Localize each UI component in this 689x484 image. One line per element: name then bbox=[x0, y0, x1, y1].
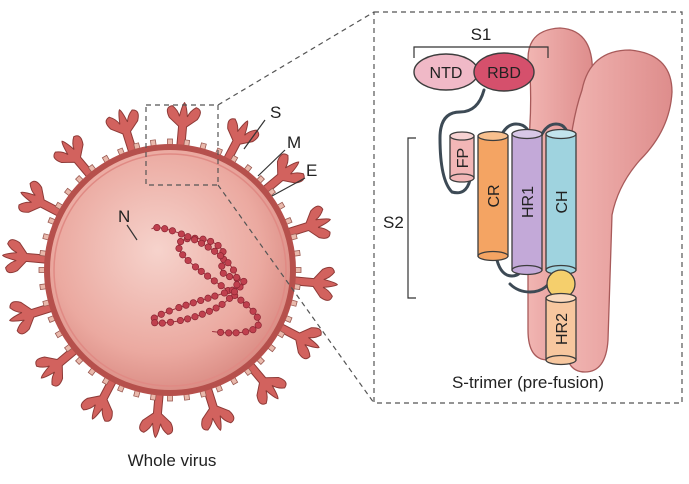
whole-virus bbox=[0, 100, 340, 440]
fp-segment bbox=[449, 131, 475, 183]
nucleocapsid-bead bbox=[229, 266, 238, 274]
nucleocapsid-bead bbox=[240, 277, 248, 285]
zoom-indicator bbox=[145, 11, 683, 404]
nucleocapsid-bead bbox=[197, 239, 206, 247]
virus-envelope bbox=[44, 144, 296, 396]
nucleocapsid-bead bbox=[197, 267, 205, 275]
nucleocapsid-bead bbox=[218, 262, 226, 270]
virus-caption: Whole virus bbox=[128, 451, 217, 470]
nucleocapsid-bead bbox=[242, 328, 250, 336]
nucleocapsid-bead bbox=[166, 318, 175, 326]
s-trimer: S1 NTD RBD S2 FP CR bbox=[383, 25, 673, 392]
nucleocapsid-bead bbox=[233, 281, 241, 289]
hr1-label: HR1 bbox=[520, 186, 537, 218]
nucleocapsid-bead bbox=[198, 310, 206, 318]
nucleocapsid-bead bbox=[212, 304, 220, 312]
nucleocapsid-bead bbox=[254, 321, 262, 329]
label-envelope: E bbox=[306, 161, 317, 180]
nucleocapsid-bead bbox=[214, 241, 222, 250]
nucleocapsid-bead bbox=[237, 296, 245, 304]
nucleocapsid-bead bbox=[226, 273, 234, 281]
nucleocapsid-bead bbox=[165, 307, 173, 315]
nucleocapsid-bead bbox=[205, 307, 213, 315]
nucleocapsid-bead bbox=[225, 294, 234, 302]
nucleocapsid-bead bbox=[191, 236, 199, 244]
label-nucleocapsid: N bbox=[118, 207, 130, 226]
monomer-front bbox=[565, 49, 673, 373]
nucleocapsid-bead bbox=[151, 319, 159, 327]
nucleocapsid-bead bbox=[175, 304, 183, 312]
nucleocapsid-bead bbox=[184, 256, 192, 265]
nucleocapsid-bead bbox=[197, 296, 205, 305]
nucleocapsid-bead bbox=[242, 301, 250, 309]
ntd-label: NTD bbox=[430, 65, 463, 82]
nucleocapsid-bead bbox=[179, 251, 187, 259]
nucleocapsid-bead bbox=[191, 263, 200, 271]
hr2-label: HR2 bbox=[554, 313, 571, 345]
nucleocapsid-bead bbox=[211, 247, 219, 255]
nucleocapsid-bead bbox=[191, 313, 199, 321]
nucleocapsid-bead bbox=[210, 277, 218, 285]
nucleocapsid-bead bbox=[217, 282, 225, 290]
nucleocapsid-bead bbox=[230, 288, 239, 296]
nucleocapsid-bead bbox=[175, 244, 183, 252]
nucleocapsid-bead bbox=[211, 292, 219, 300]
label-membrane: M bbox=[287, 133, 301, 152]
nucleocapsid-bead bbox=[220, 289, 228, 297]
nucleocapsid-bead bbox=[184, 233, 192, 241]
inset-frame bbox=[373, 11, 683, 404]
label-s1: S1 bbox=[471, 25, 492, 44]
nucleocapsid-bead bbox=[204, 294, 212, 302]
nucleocapsid-bead bbox=[232, 329, 240, 337]
hr2-segment bbox=[545, 292, 577, 366]
nucleocapsid-bead bbox=[219, 269, 227, 277]
nucleocapsid-bead bbox=[249, 326, 257, 334]
inset-caption: S-trimer (pre-fusion) bbox=[452, 373, 604, 392]
ch-label: CH bbox=[554, 190, 571, 213]
cr-segment bbox=[477, 130, 509, 262]
nucleocapsid-bead bbox=[217, 328, 225, 336]
virus-leader-lines bbox=[126, 119, 306, 241]
nucleocapsid-bead bbox=[218, 300, 226, 308]
fp-label: FP bbox=[455, 148, 472, 168]
ch-segment bbox=[545, 128, 577, 276]
nucleocapsid-bead bbox=[153, 224, 161, 232]
nucleocapsid-bead bbox=[253, 313, 261, 321]
nucleocapsid-bead bbox=[168, 227, 176, 235]
nucleocapsid-bead bbox=[177, 230, 185, 238]
nucleocapsid-bead bbox=[216, 252, 225, 260]
nucleocapsid-bead bbox=[158, 319, 166, 327]
label-s2: S2 bbox=[383, 213, 404, 232]
nucleocapsid-bead bbox=[176, 316, 184, 325]
rbd-domain bbox=[473, 52, 535, 92]
s1-bracket bbox=[413, 46, 549, 58]
nucleocapsid-bead bbox=[182, 301, 190, 309]
nucleocapsid-bead bbox=[224, 259, 232, 267]
rbd-label: RBD bbox=[487, 65, 521, 82]
nucleocapsid-bead bbox=[225, 329, 233, 337]
nucleocapsid-bead bbox=[161, 225, 169, 233]
virus-envelope-inner-line bbox=[53, 153, 287, 387]
nucleocapsid-bead bbox=[204, 272, 212, 280]
nucleocapsid-bead bbox=[204, 243, 212, 251]
nucleocapsid-bead bbox=[157, 310, 165, 318]
cr-label: CR bbox=[486, 184, 503, 207]
nucleocapsid-bead bbox=[249, 307, 257, 315]
nucleocapsid-bead bbox=[184, 315, 192, 323]
nucleocapsid-bead bbox=[233, 273, 241, 281]
s2-bracket bbox=[407, 137, 416, 299]
nucleocapsid-bead bbox=[189, 299, 197, 307]
nucleocapsid-rna bbox=[150, 224, 262, 337]
label-spike: S bbox=[270, 103, 281, 122]
hr1-segment bbox=[511, 128, 543, 276]
nucleocapsid-bead bbox=[177, 238, 185, 246]
